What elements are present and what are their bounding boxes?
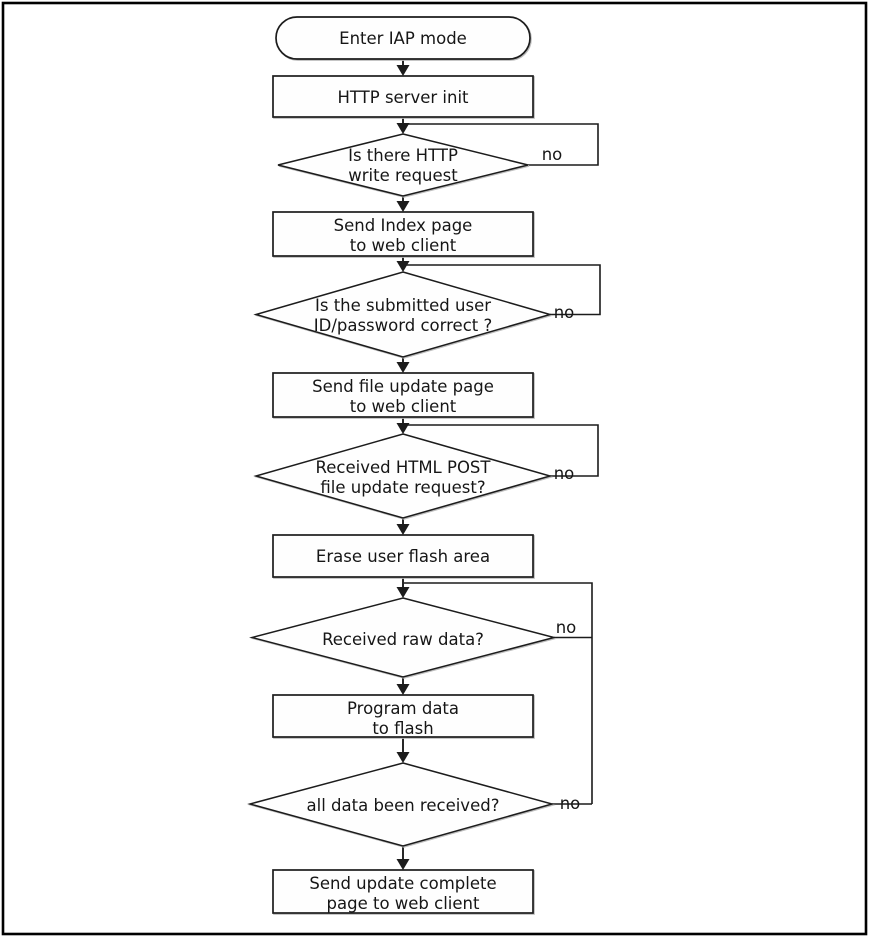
node-label: Erase user flash area bbox=[316, 547, 490, 566]
process-shape bbox=[272, 869, 534, 914]
node-label-line1: Send file update page bbox=[312, 377, 494, 396]
node-start: Enter IAP mode bbox=[275, 16, 531, 60]
decision-shape bbox=[249, 597, 557, 678]
edge-label-no: no bbox=[542, 145, 563, 164]
node-label-line2: file update request? bbox=[320, 478, 485, 497]
node-label: all data been received? bbox=[307, 796, 500, 815]
node-label-line2: to flash bbox=[372, 719, 433, 738]
node-label-line1: Is the submitted user bbox=[315, 296, 491, 315]
arrowhead bbox=[396, 261, 410, 272]
node-label-line1: Is there HTTP bbox=[348, 146, 458, 165]
edge-label-no: no bbox=[554, 303, 575, 322]
node-label-line2: to web client bbox=[350, 397, 457, 416]
arrowhead bbox=[396, 684, 410, 695]
node-label: Received raw data? bbox=[322, 630, 484, 649]
decision-shape bbox=[253, 433, 553, 519]
decision-html-post-request: Received HTML POST file update request? … bbox=[253, 433, 575, 519]
node-http-server-init: HTTP server init bbox=[272, 75, 534, 118]
loop-no-credentials bbox=[404, 264, 601, 316]
edge-label-no: no bbox=[556, 618, 577, 637]
no-branch-loops bbox=[404, 123, 601, 805]
decision-received-raw-data: Received raw data? no bbox=[249, 597, 577, 678]
terminator-shape bbox=[275, 16, 531, 60]
process-shape bbox=[272, 694, 534, 738]
decision-shape bbox=[253, 271, 553, 358]
node-send-index-page: Send Index page to web client bbox=[272, 211, 534, 257]
loop-return-trunk bbox=[404, 582, 593, 804]
node-label: HTTP server init bbox=[337, 88, 469, 107]
arrowhead bbox=[396, 752, 410, 763]
process-shape bbox=[272, 372, 534, 418]
arrowhead bbox=[396, 524, 410, 535]
arrowhead bbox=[396, 859, 410, 870]
node-label-line2: ID/password correct ? bbox=[314, 316, 493, 335]
decision-id-password-correct: Is the submitted user ID/password correc… bbox=[253, 271, 575, 358]
edge-label-no: no bbox=[554, 464, 575, 483]
node-label-line2: page to web client bbox=[327, 894, 480, 913]
node-label: Enter IAP mode bbox=[339, 29, 467, 48]
decision-http-write-request: Is there HTTP write request no bbox=[277, 133, 563, 197]
arrowhead bbox=[396, 123, 410, 134]
loop-no-write-request bbox=[404, 123, 599, 166]
arrowhead bbox=[396, 201, 410, 212]
arrowhead bbox=[396, 362, 410, 373]
node-label-line2: write request bbox=[348, 166, 458, 185]
process-shape bbox=[272, 75, 534, 118]
node-label-line2: to web client bbox=[350, 236, 457, 255]
decision-shape bbox=[247, 762, 555, 847]
node-program-data-to-flash: Program data to flash bbox=[272, 694, 534, 738]
node-label-line1: Send update complete bbox=[309, 874, 496, 893]
loop-no-post-request bbox=[404, 424, 599, 477]
decision-all-data-received: all data been received? no bbox=[247, 762, 581, 847]
node-label-line1: Program data bbox=[347, 699, 459, 718]
node-send-update-complete: Send update complete page to web client bbox=[272, 869, 534, 914]
edge-label-no: no bbox=[560, 794, 581, 813]
flow-connectors bbox=[396, 59, 410, 870]
node-label-line1: Send Index page bbox=[334, 216, 473, 235]
process-shape bbox=[272, 211, 534, 257]
node-label-line1: Received HTML POST bbox=[316, 458, 492, 477]
node-send-file-update-page: Send file update page to web client bbox=[272, 372, 534, 418]
decision-shape bbox=[277, 133, 529, 197]
process-shape bbox=[272, 534, 534, 578]
arrowhead bbox=[396, 65, 410, 76]
node-erase-user-flash: Erase user flash area bbox=[272, 534, 534, 578]
arrowhead bbox=[396, 587, 410, 598]
